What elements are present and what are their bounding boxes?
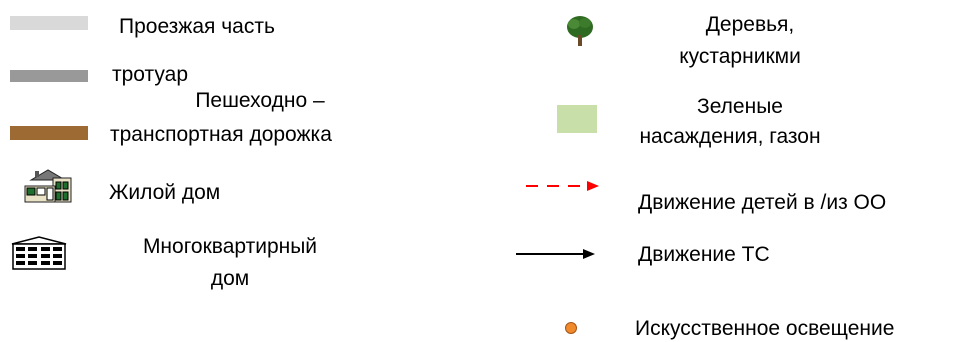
children-route-label: Движение детей в /из ОО: [638, 191, 887, 214]
apartment-label-line1: Многоквартирный: [142, 235, 318, 258]
tree-icon: [567, 16, 593, 46]
lighting-label: Искусственное освещение: [635, 317, 895, 340]
pedestrian-path-label-line2: транспортная дорожка: [110, 123, 332, 146]
vehicle-route-label: Движение ТС: [638, 243, 770, 266]
light-point-icon: [565, 322, 577, 334]
sidewalk-swatch: [10, 70, 88, 82]
greenery-label-line2: насаждения, газон: [639, 125, 821, 148]
apartment-label-line2: дом: [210, 267, 250, 290]
pedestrian-path-swatch: [10, 126, 88, 140]
vehicle-route-arrow-icon: [516, 249, 595, 259]
roadway-swatch: [10, 16, 88, 30]
sidewalk-label: тротуар: [112, 63, 188, 86]
greenery-swatch: [557, 105, 597, 133]
trees-label-line1: Деревья,: [705, 13, 795, 36]
roadway-label: Проезжая часть: [119, 15, 275, 38]
greenery-label-line1: Зеленые: [697, 95, 783, 118]
pedestrian-path-label-line1: Пешеходно –: [195, 89, 325, 112]
trees-label-line2: кустарникми: [679, 45, 801, 68]
apartment-building-icon: [11, 236, 67, 270]
house-label: Жилой дом: [109, 181, 221, 204]
house-icon: [24, 169, 72, 203]
children-route-arrow-icon: [526, 181, 599, 191]
